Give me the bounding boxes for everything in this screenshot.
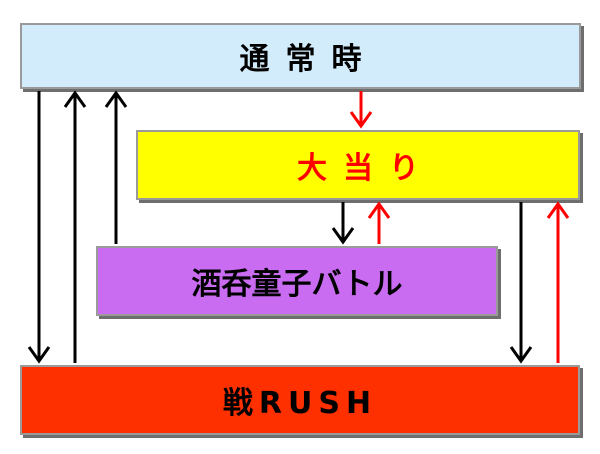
arrowhead-bigwin-to-rush [509, 346, 533, 364]
arrowhead-rush-to-normal [63, 90, 87, 108]
arrowhead-battle-to-bigwin [367, 201, 391, 219]
state-normal: 通常時 [20, 23, 581, 89]
arrowhead-battle-to-normal [104, 90, 128, 108]
state-battle: 酒呑童子バトル [96, 246, 498, 316]
state-battle-label: 酒呑童子バトル [191, 267, 403, 302]
state-big-win: 大当り [136, 130, 580, 200]
arrowhead-normal-to-rush [27, 346, 51, 364]
state-rush: 戦RUSH [20, 365, 580, 435]
state-normal-label: 通常時 [239, 42, 378, 77]
arrowhead-bigwin-to-battle [331, 227, 355, 245]
arrowhead-normal-to-bigwin [349, 111, 373, 129]
arrowhead-rush-to-bigwin [546, 201, 570, 219]
state-rush-label: 戦RUSH [222, 386, 378, 421]
state-big-win-label: 大当り [297, 151, 435, 186]
